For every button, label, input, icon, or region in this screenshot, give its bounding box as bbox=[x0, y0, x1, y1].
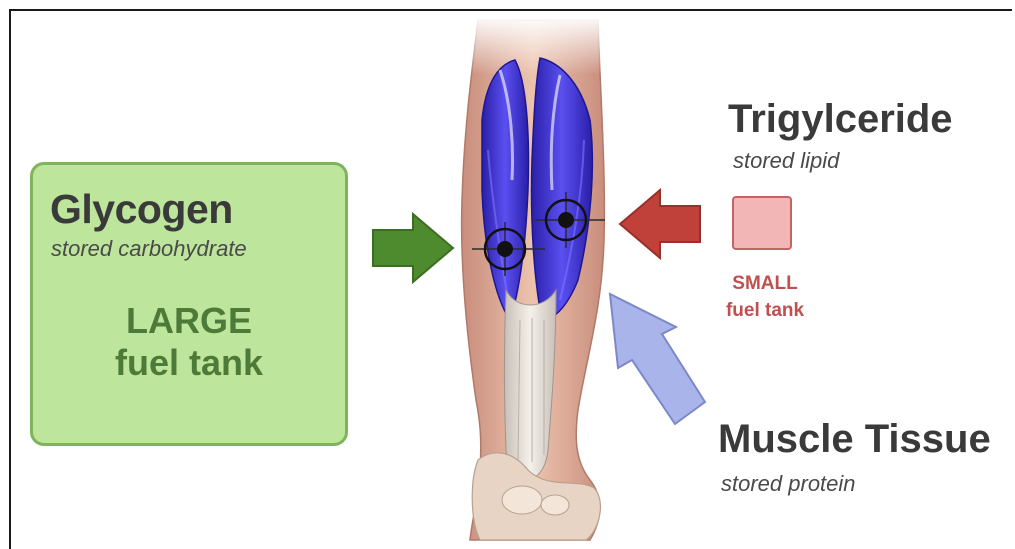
achilles-tendon bbox=[505, 290, 557, 480]
trigylceride-title: Trigylceride bbox=[728, 97, 953, 142]
muscle-tissue-title: Muscle Tissue bbox=[718, 417, 991, 462]
small-fuel-tank-square bbox=[732, 196, 792, 250]
lipid-arrow-icon bbox=[620, 190, 700, 258]
trigylceride-size-line1: SMALL bbox=[715, 273, 815, 295]
calf-muscles bbox=[482, 58, 592, 320]
protein-arrow-icon bbox=[610, 294, 705, 424]
trigylceride-size-line2: fuel tank bbox=[715, 300, 815, 322]
trigylceride-subtitle: stored lipid bbox=[733, 148, 839, 174]
muscle-tissue-subtitle: stored protein bbox=[721, 471, 856, 497]
glycogen-arrow-icon bbox=[373, 214, 453, 282]
